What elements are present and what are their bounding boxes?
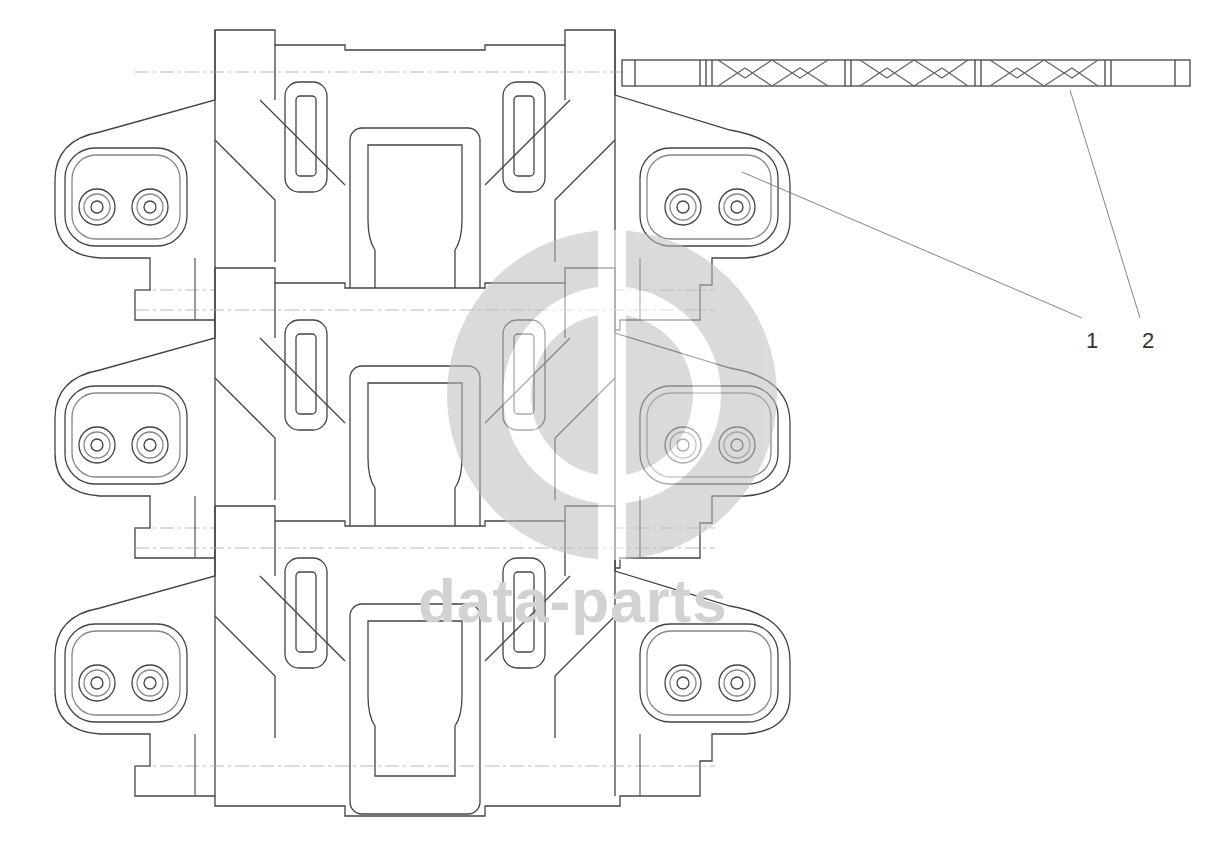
watermark-logo (447, 230, 777, 560)
track-pin (622, 60, 1190, 86)
callout-number: 1 (1086, 330, 1098, 352)
leader-line (742, 90, 1140, 318)
watermark: data-parts (418, 570, 728, 632)
track-shoe (55, 506, 790, 816)
callout-number: 2 (1142, 330, 1154, 352)
